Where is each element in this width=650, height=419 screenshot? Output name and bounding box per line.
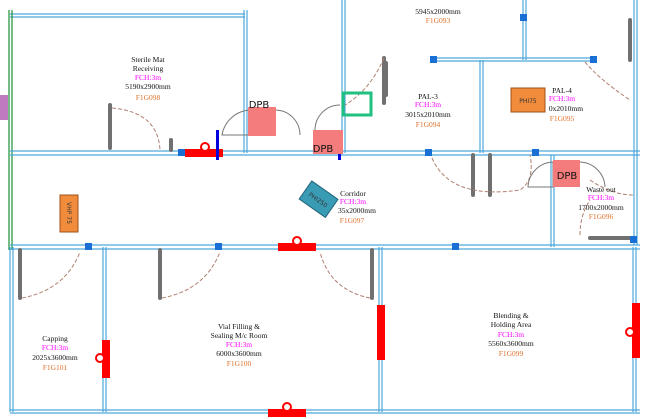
room-code: F1G099	[499, 349, 524, 358]
dpb-label: DPB	[249, 100, 270, 111]
room-size: 6000x3600mm	[216, 349, 262, 358]
room-fch: FCH:3m	[42, 343, 68, 352]
room-name: Sealing M/c Room	[211, 331, 268, 340]
room-name: Receiving	[133, 64, 164, 73]
dpb-unit: DPB	[313, 130, 343, 155]
room-name: PAL-4	[552, 86, 572, 95]
room-fch: FCH:3m	[135, 73, 161, 82]
room-name: Waste out	[586, 185, 617, 194]
room-name: Blending &	[493, 311, 528, 320]
room-size: 3015x2010mm	[405, 110, 451, 119]
red-marker	[377, 305, 385, 360]
room-corridor: Corridor FCH:3m 35x2000mm F1G097	[338, 189, 376, 225]
red-marker	[278, 243, 316, 251]
vhp75-unit: VHP 75	[59, 194, 79, 233]
room-pal-3: PAL-3 FCH:3m 3015x2010mm F1G094	[405, 92, 451, 129]
room-fch: FCH:3m	[226, 340, 252, 349]
room-size: 1700x2000mm	[578, 203, 624, 212]
room-code: F1G098	[136, 93, 161, 102]
red-marker	[268, 409, 306, 417]
room-vial-filling: Vial Filling & Sealing M/c Room FCH:3m 6…	[211, 322, 268, 368]
room-fch: FCH:3m	[498, 330, 524, 339]
phi75-label: PHI75	[519, 98, 537, 105]
room-name: Vial Filling &	[218, 322, 260, 331]
column-markers	[85, 14, 637, 250]
room-code: F1G095	[550, 114, 575, 123]
pass-box	[341, 91, 373, 117]
left-edge-mark	[0, 95, 8, 120]
room-waste-out: Waste out FCH:3m 1700x2000mm F1G096	[578, 185, 624, 221]
room-name: Holding Area	[491, 320, 532, 329]
room-code: F1G094	[416, 120, 441, 129]
red-door-markers	[95, 130, 640, 417]
dpb-unit: DPB	[248, 100, 276, 136]
room-fch: FCH:3m	[549, 94, 575, 103]
dpb-unit: DPB	[553, 160, 580, 187]
dpb-label: DPB	[557, 171, 578, 182]
room-fch: FCH:3m	[415, 100, 441, 109]
red-marker	[102, 340, 110, 378]
room-name: Capping	[42, 334, 68, 343]
room-code: F1G101	[43, 363, 68, 372]
doors	[18, 18, 634, 300]
walls	[0, 0, 640, 414]
room-size: 0x2010mm	[549, 104, 583, 113]
room-code: F1G096	[589, 212, 614, 221]
room-capping: Capping FCH:3m 2025x3600mm F1G101	[32, 334, 78, 372]
room-size: 5560x3600mm	[488, 339, 534, 348]
room-name: PAL-3	[418, 92, 438, 101]
room-size: 35x2000mm	[338, 206, 376, 215]
room-code: F1G097	[340, 216, 365, 225]
room-size: 5190x2900mm	[125, 82, 171, 91]
room-blending-holding: Blending & Holding Area FCH:3m 5560x3600…	[488, 311, 534, 358]
phi250-unit: PHI250	[298, 180, 339, 219]
room-size: 2025x3600mm	[32, 353, 78, 362]
room-fch: FCH:3m	[340, 197, 366, 206]
room-f1g093: 5945x2000mm F1G093	[415, 7, 461, 25]
room-sterile-mat-receiving: Sterile Mat Receiving FCH:3m 5190x2900mm…	[125, 55, 171, 102]
dpb-label: DPB	[313, 144, 334, 155]
red-marker	[632, 303, 640, 358]
room-name: Sterile Mat	[131, 55, 165, 64]
room-name: Corridor	[340, 189, 366, 198]
room-fch: FCH:3m	[588, 193, 614, 202]
room-size: 5945x2000mm	[415, 7, 461, 16]
vhp75-label: VHP 75	[65, 202, 72, 224]
room-code: F1G100	[227, 359, 252, 368]
room-pal-4: PAL-4 FCH:3m 0x2010mm F1G095	[549, 86, 583, 123]
room-code: F1G093	[426, 16, 451, 25]
red-marker	[185, 149, 223, 157]
phi75-unit: PHI75	[510, 87, 546, 113]
